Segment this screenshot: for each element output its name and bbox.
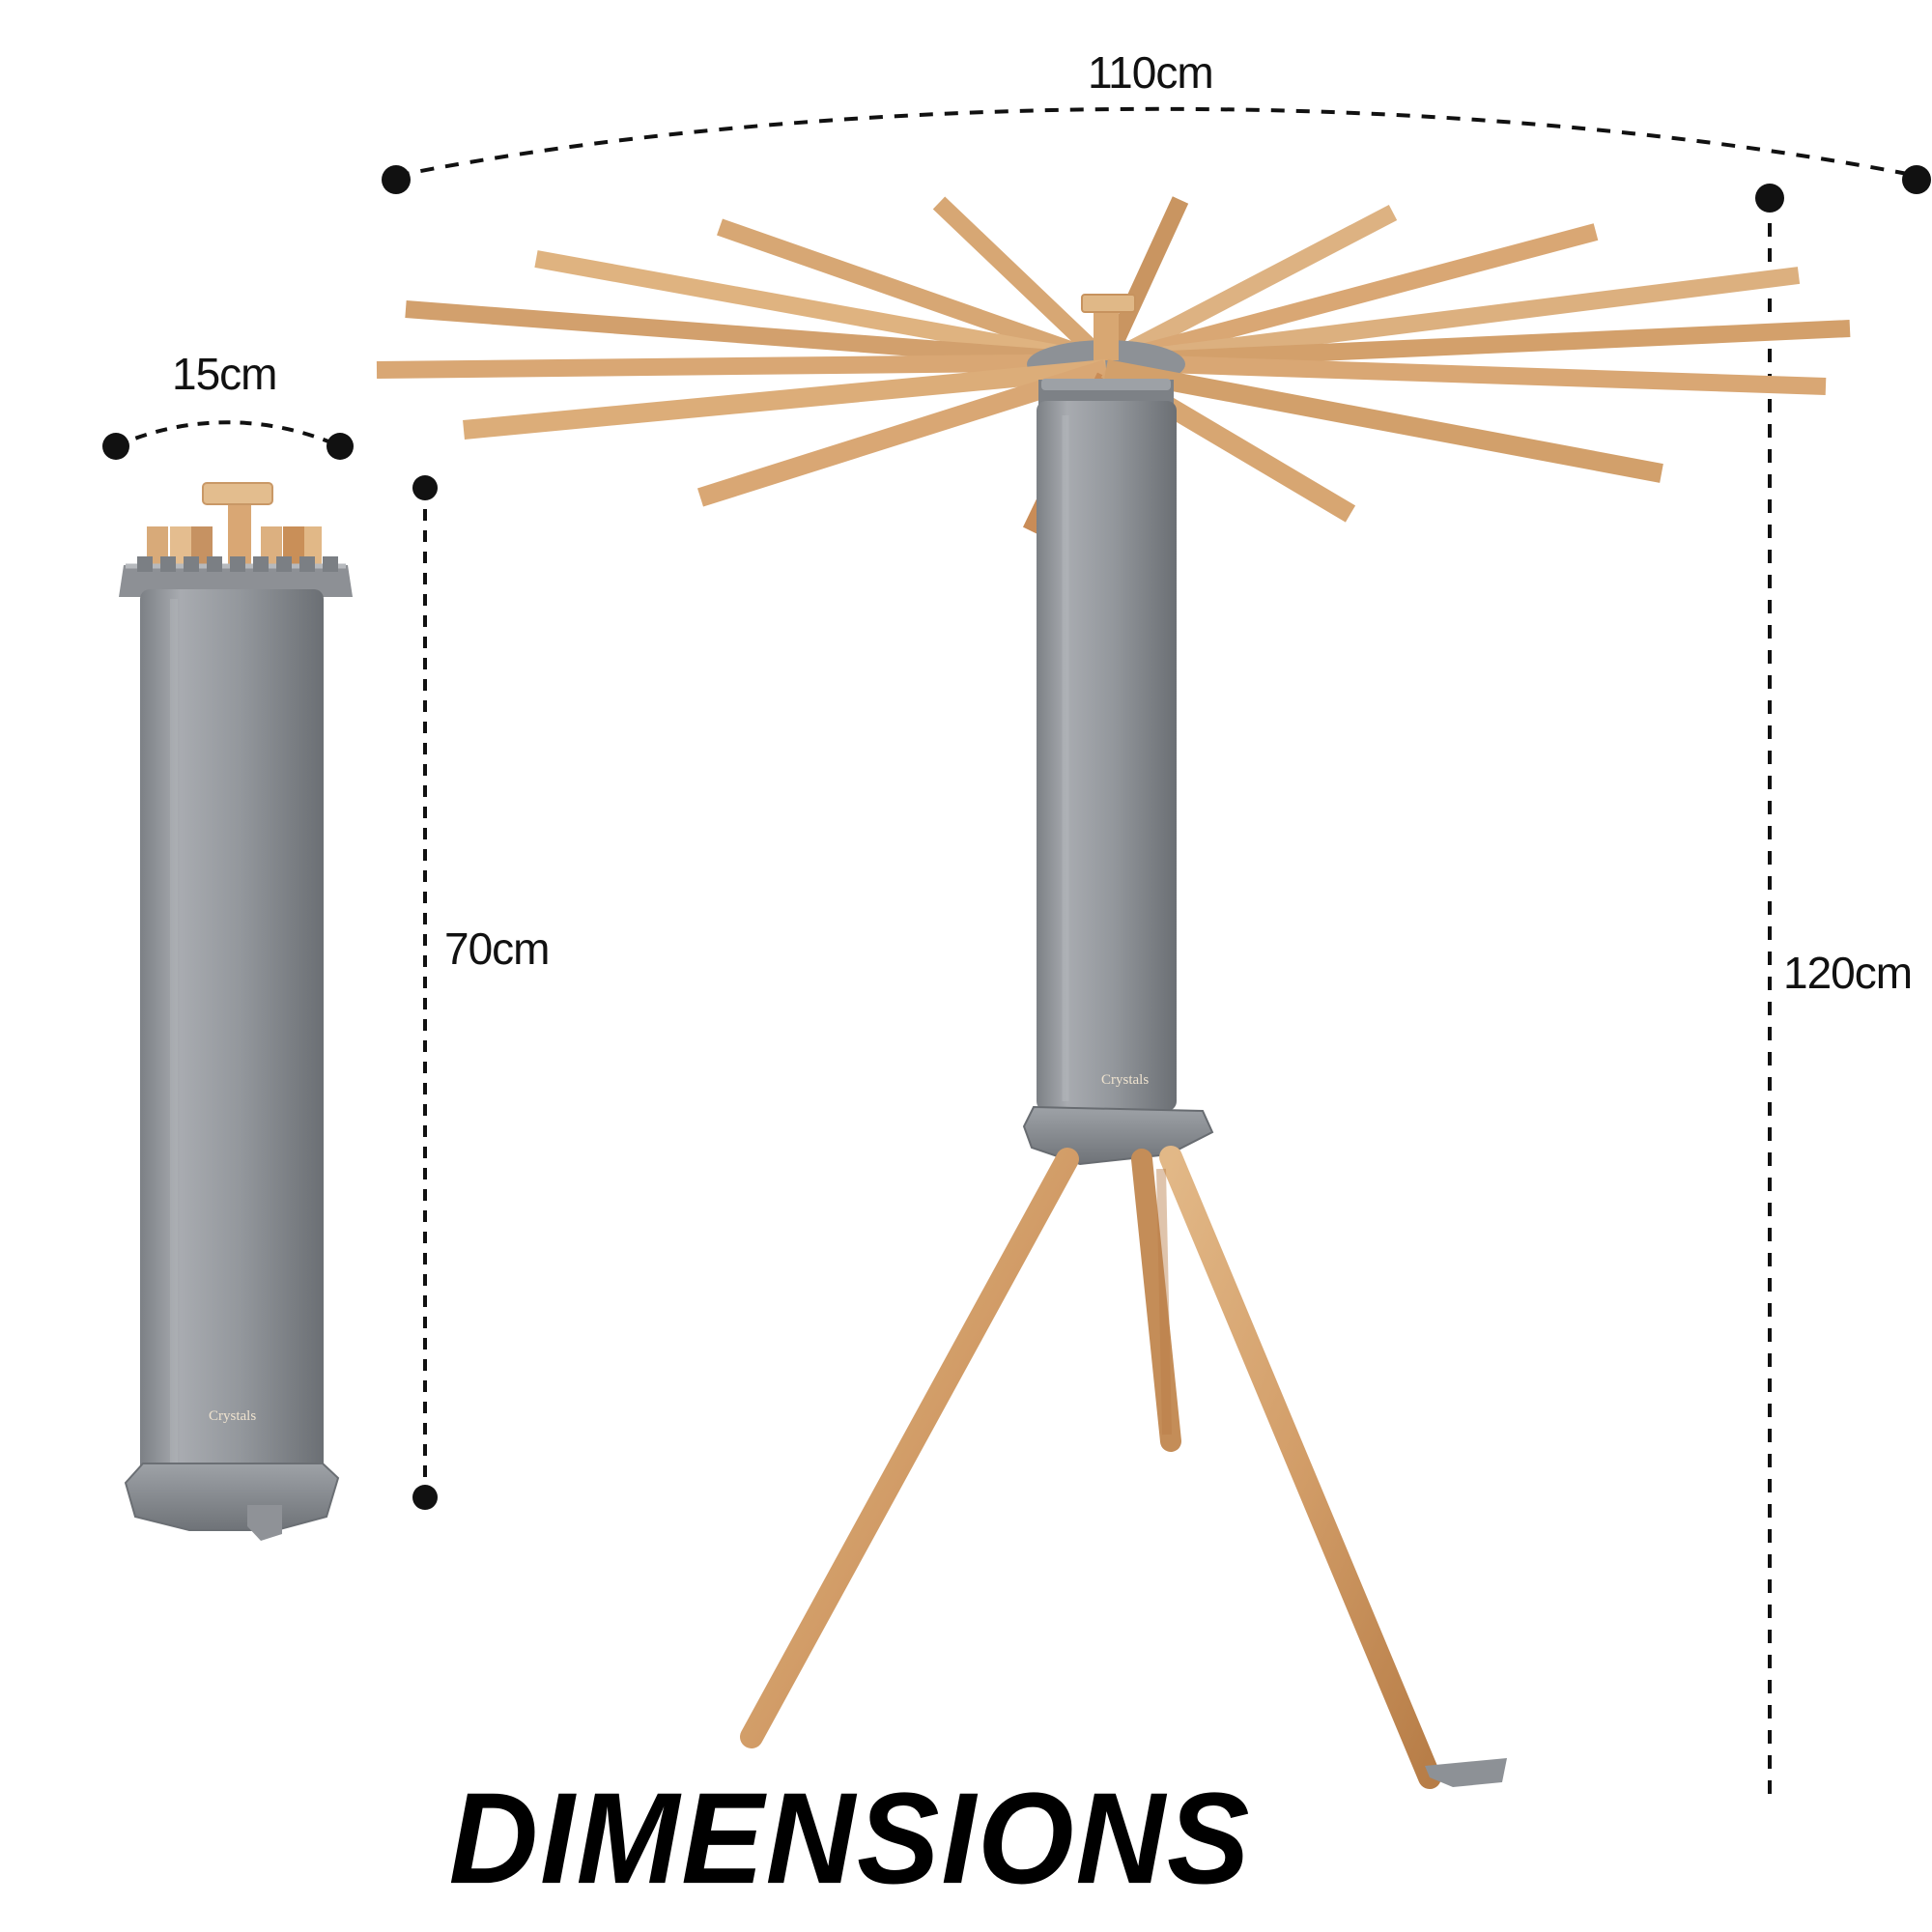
dimension-endpoint-left bbox=[102, 433, 129, 460]
closed-width-label: 15cm bbox=[172, 349, 277, 399]
brand-logo-closed: Crystals bbox=[209, 1408, 256, 1424]
dimension-endpoint-left bbox=[382, 165, 411, 194]
open-width-dimension bbox=[382, 106, 1931, 194]
open-height-label: 120cm bbox=[1783, 948, 1913, 998]
open-grey-column bbox=[1037, 401, 1177, 1111]
open-width-label: 110cm bbox=[1088, 47, 1214, 98]
spread-wood-arms-back bbox=[376, 196, 1851, 395]
dimension-endpoint-top bbox=[1755, 184, 1784, 213]
dimension-endpoint-bottom bbox=[412, 1485, 438, 1510]
closed-height-dimension bbox=[412, 475, 438, 1510]
dimension-endpoint-right bbox=[1902, 165, 1931, 194]
closed-grey-column bbox=[140, 589, 324, 1478]
open-stand: Crystals bbox=[376, 196, 1851, 1789]
closed-height-label: 70cm bbox=[444, 923, 550, 974]
dimension-endpoint-top bbox=[412, 475, 438, 500]
dimensions-title: DIMENSIONS bbox=[448, 1766, 1252, 1912]
closed-width-dimension bbox=[102, 420, 354, 460]
open-height-dimension bbox=[1755, 184, 1784, 1797]
dimension-endpoint-right bbox=[327, 433, 354, 460]
closed-stand: Crystals bbox=[119, 482, 353, 1541]
brand-logo-open: Crystals bbox=[1101, 1072, 1149, 1088]
wood-tripod-legs bbox=[740, 1146, 1441, 1789]
